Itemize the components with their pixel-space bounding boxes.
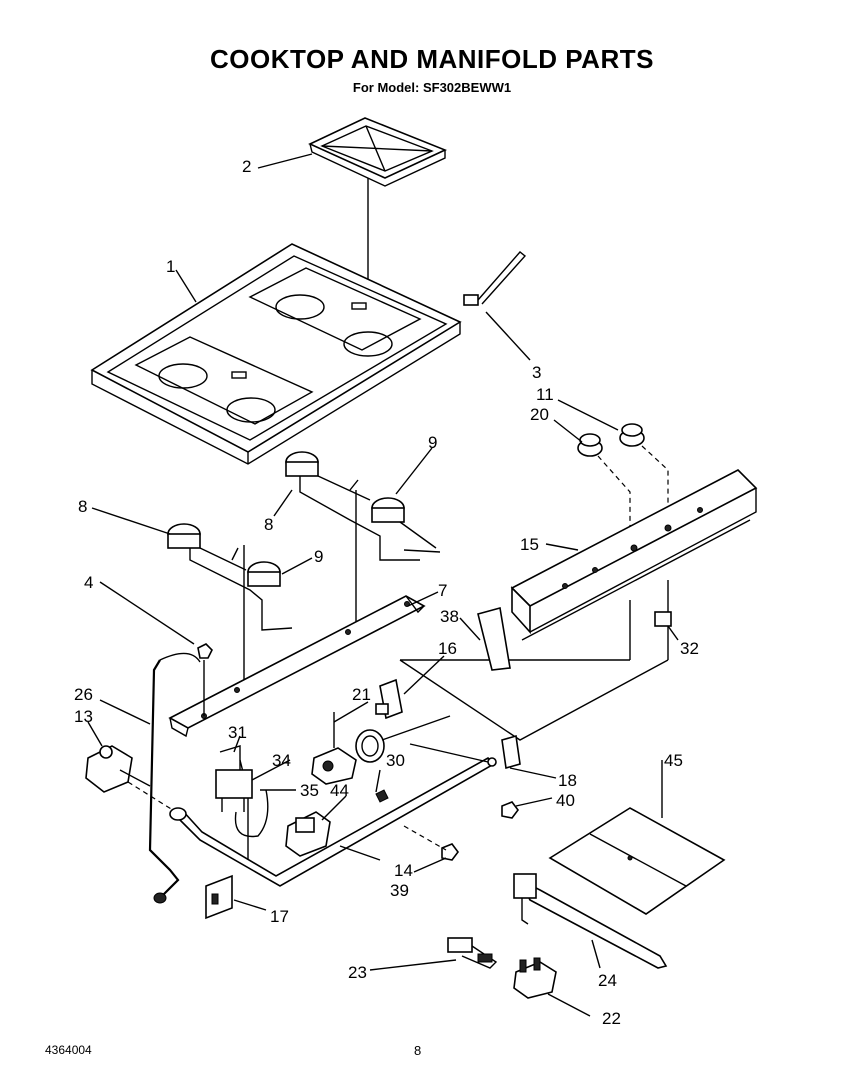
- igniter-23-part: [447, 937, 498, 969]
- manifold-bracket-part: [399, 469, 758, 741]
- oven-burner-24-part: [513, 873, 668, 969]
- bracket-38-part: [477, 606, 511, 671]
- callout-9-right: 9: [428, 433, 437, 452]
- screw-part: [463, 251, 527, 306]
- callout-23: 23: [348, 963, 367, 982]
- screw-39-part: [403, 825, 459, 861]
- callout-21: 21: [352, 685, 371, 704]
- callout-35: 35: [300, 781, 319, 800]
- leader-lines: [87, 153, 679, 1017]
- callout-22: 22: [602, 1009, 621, 1028]
- callout-4: 4: [84, 573, 93, 592]
- shield-45-part: [548, 807, 726, 915]
- coil-30-part: [355, 715, 451, 803]
- document-number: 4364004: [45, 1043, 92, 1057]
- screw-40-part: [501, 801, 519, 819]
- callout-14: 14: [394, 861, 413, 880]
- callout-40: 40: [556, 791, 575, 810]
- regulator-part: [85, 652, 201, 904]
- callout-15: 15: [520, 535, 539, 554]
- valve-22-part: [513, 957, 557, 999]
- callout-2: 2: [242, 157, 251, 176]
- burner-assembly-right: [285, 451, 441, 630]
- callout-34: 34: [272, 751, 291, 770]
- callout-39: 39: [390, 881, 409, 900]
- clip-32-part: [654, 611, 672, 627]
- callout-8-left: 8: [78, 497, 87, 516]
- callout-44: 44: [330, 781, 349, 800]
- callout-labels: 2 1 3 11 20 9 8 8 15 9 4 7 38 16 32 26 2…: [74, 157, 699, 1028]
- callout-16: 16: [438, 639, 457, 658]
- bracket-18-part: [501, 734, 521, 770]
- callout-45: 45: [664, 751, 683, 770]
- model-subtitle: For Model: SF302BEWW1: [352, 80, 512, 95]
- callout-38: 38: [440, 607, 459, 626]
- bracket-17-part: [205, 874, 233, 920]
- cooktop-part: [90, 243, 462, 465]
- burner-assembly-left: [167, 523, 293, 690]
- valve-44-part: [285, 811, 331, 857]
- callout-7: 7: [438, 581, 447, 600]
- valve-21-part: [311, 712, 357, 785]
- grate-part: [308, 117, 448, 318]
- callout-17: 17: [270, 907, 289, 926]
- switch-34-part: [215, 745, 269, 838]
- callout-1: 1: [166, 257, 175, 276]
- callout-32: 32: [680, 639, 699, 658]
- callout-24: 24: [598, 971, 617, 990]
- switch-16-part: [375, 678, 403, 720]
- callout-26: 26: [74, 685, 93, 704]
- callout-30: 30: [386, 751, 405, 770]
- page-title: COOKTOP AND MANIFOLD PARTS: [210, 44, 654, 74]
- burner-bracket-part: [168, 595, 426, 738]
- callout-18: 18: [558, 771, 577, 790]
- callout-13: 13: [74, 707, 93, 726]
- callout-20: 20: [530, 405, 549, 424]
- nut-part: [197, 643, 213, 716]
- callout-8-right: 8: [264, 515, 273, 534]
- callout-3: 3: [532, 363, 541, 382]
- callout-11: 11: [536, 385, 554, 404]
- callout-9-left: 9: [314, 547, 323, 566]
- callout-31: 31: [228, 723, 247, 742]
- knob-parts: [577, 423, 669, 540]
- page-number: 8: [414, 1043, 422, 1058]
